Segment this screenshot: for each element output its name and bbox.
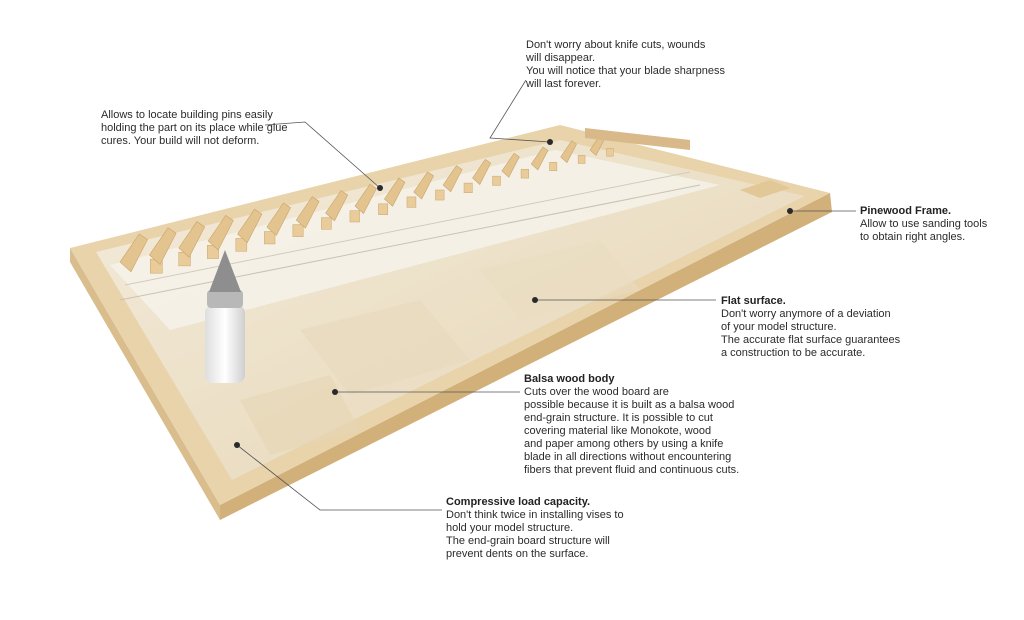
callout-title: Compressive load capacity. [446,496,591,508]
support-block [549,162,558,172]
wing-rib [472,159,492,185]
wing-rib [413,171,434,200]
callout-dots [234,139,793,448]
support-block [292,224,304,237]
support-block [606,148,614,157]
support-block [492,175,501,186]
callout-line: Allow to use sanding tools [860,218,988,230]
wing-rib [237,208,263,244]
callout-frame: Pinewood Frame. Allow to use sanding too… [860,205,987,244]
callout-line: will disappear. [526,52,596,64]
support-block [435,189,445,201]
callout-line: Cuts over the wood board are [524,386,669,398]
wing-rib [148,227,177,266]
callout-line: Don't worry about knife cuts, wounds [526,39,706,51]
wing-rib [325,190,349,222]
board-side-left [70,248,220,520]
glue-bottle-icon [205,250,245,383]
support-block [378,203,388,215]
callout-line: and paper among others by using a knife [524,438,724,450]
callout-line: The accurate flat surface guarantees [721,334,901,346]
wing-rib [442,165,463,193]
callout-flat: Flat surface. Don't worry anymore of a d… [721,295,900,360]
grain-patch [240,375,360,455]
leader-load [236,444,442,511]
callout-dot [332,389,338,395]
callout-line: of your model structure. [721,321,837,333]
callout-line: fibers that prevent fluid and continuous… [524,464,740,476]
support-block [264,231,276,245]
callout-line: prevent dents on the surface. [446,548,589,560]
wing-ribs [119,134,614,274]
wing-rib [207,214,234,251]
support-block [349,210,360,223]
leader-pins [264,121,381,189]
callout-dot [547,139,553,145]
wing-rib [178,221,206,258]
callout-line: cures. Your build will not deform. [101,135,260,147]
callout-dot [532,297,538,303]
callout-line: blade in all directions without encounte… [524,451,732,463]
wing-rib [501,152,520,178]
callout-line: a construction to be accurate. [721,347,866,359]
callout-line: You will notice that your blade sharpnes… [526,65,725,77]
wing-rib [560,140,577,164]
support-block [520,168,529,179]
board-side-front [220,193,832,520]
callout-line: end-grain structure. It is possible to c… [524,412,713,424]
callout-line: holding the part on its place while glue [101,122,288,134]
callout-title: Flat surface. [721,295,786,307]
callout-line: covering material like Monokote, wood [524,425,712,437]
wing-rib [383,177,406,207]
wing-rib [266,202,291,236]
wing-rib [119,233,148,273]
callout-line: Don't think twice in installing vises to [446,509,624,521]
plan-sheet [110,150,720,330]
callout-load: Compressive load capacity. Don't think t… [446,496,624,561]
leader-knife [489,79,551,143]
callout-line: Allows to locate building pins easily [101,109,273,121]
grain-patch [300,300,470,395]
callout-dot [377,185,383,191]
callout-balsa: Balsa wood body Cuts over the wood board… [524,373,739,477]
wing-rib [295,196,320,229]
leader-lines [236,79,856,511]
callout-line: Don't worry anymore of a deviation [721,308,891,320]
callout-dot [234,442,240,448]
support-block [321,217,332,230]
callout-pins: Allows to locate building pins easily ho… [101,109,288,148]
callout-dot [787,208,793,214]
support-block [406,196,417,208]
support-block [577,155,586,164]
callout-title: Balsa wood body [524,373,615,385]
callout-line: hold your model structure. [446,522,574,534]
callout-line: The end-grain board structure will [446,535,610,547]
support-block [463,182,473,193]
callout-knife: Don't worry about knife cuts, wounds wil… [526,39,725,91]
callout-line: possible because it is built as a balsa … [524,399,735,411]
wing-rib [354,183,377,215]
callout-line: will last forever. [526,78,602,90]
callout-title: Pinewood Frame. [860,205,952,217]
support-block [235,238,248,252]
sanding-block [740,180,790,198]
wing-spar [585,128,690,150]
wing-rib [530,146,549,171]
callout-line: to obtain right angles. [860,231,966,243]
